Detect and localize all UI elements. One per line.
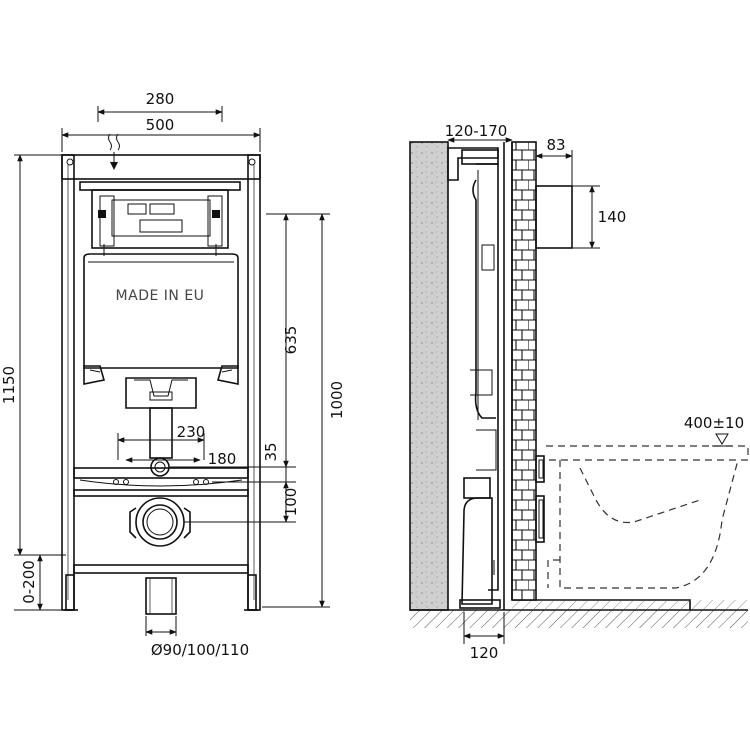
dim-1150-label: 1150 xyxy=(0,366,18,404)
cistern: MADE IN EU xyxy=(79,181,241,459)
dim-140: 140 xyxy=(572,185,627,249)
made-in-label: MADE IN EU xyxy=(116,288,205,304)
dim-140-label: 140 xyxy=(598,208,627,226)
dim-1000-label: 1000 xyxy=(328,381,346,419)
dim-180-label: 180 xyxy=(208,450,237,468)
dim-280-label: 280 xyxy=(146,90,175,108)
dim-35-label: 35 xyxy=(262,442,280,461)
dim-400-label: 400±10 xyxy=(684,414,744,432)
dim-120-170: 120-170 xyxy=(445,122,513,143)
dim-280: 280 xyxy=(97,90,223,122)
back-wall xyxy=(409,141,449,611)
dim-1000: 1000 xyxy=(262,213,346,608)
dim-180: 180 xyxy=(125,450,237,468)
dim-120-label: 120 xyxy=(470,644,499,662)
dim-120-170-label: 120-170 xyxy=(445,122,508,140)
brick-wall xyxy=(503,141,537,610)
dim-500-label: 500 xyxy=(146,116,175,134)
drain-pipe xyxy=(129,497,191,615)
dim-230-label: 230 xyxy=(177,423,206,441)
frame-side xyxy=(447,147,501,609)
dim-400: 400±10 xyxy=(684,414,744,447)
toilet-bowl-outline xyxy=(546,445,749,589)
dim-pipe-label: Ø90/100/110 xyxy=(151,641,249,659)
dim-230: 230 xyxy=(117,423,206,460)
water-inlet-icon xyxy=(108,133,120,170)
side-view: 120-170 83 140 400±10 120 xyxy=(409,122,749,662)
front-view: 280 500 xyxy=(0,90,346,659)
dim-83: 83 xyxy=(535,136,573,186)
dim-0-200: 0-200 xyxy=(14,554,66,611)
bowl-connectors xyxy=(535,455,545,543)
dim-35: 35 xyxy=(170,442,296,483)
dim-500: 500 xyxy=(61,116,261,152)
dim-100-label: 100 xyxy=(282,488,300,517)
dim-0-200-label: 0-200 xyxy=(20,560,38,604)
dim-pipe-diameter: Ø90/100/110 xyxy=(145,616,249,659)
frame xyxy=(61,154,261,611)
dim-83-label: 83 xyxy=(546,136,565,154)
floor xyxy=(410,610,748,628)
dim-100: 100 xyxy=(184,481,300,523)
dim-120: 120 xyxy=(463,612,505,662)
flush-plate xyxy=(535,185,573,249)
dim-635-label: 635 xyxy=(282,326,300,355)
dim-1150: 1150 xyxy=(0,154,62,556)
dim-635: 635 xyxy=(266,213,300,468)
